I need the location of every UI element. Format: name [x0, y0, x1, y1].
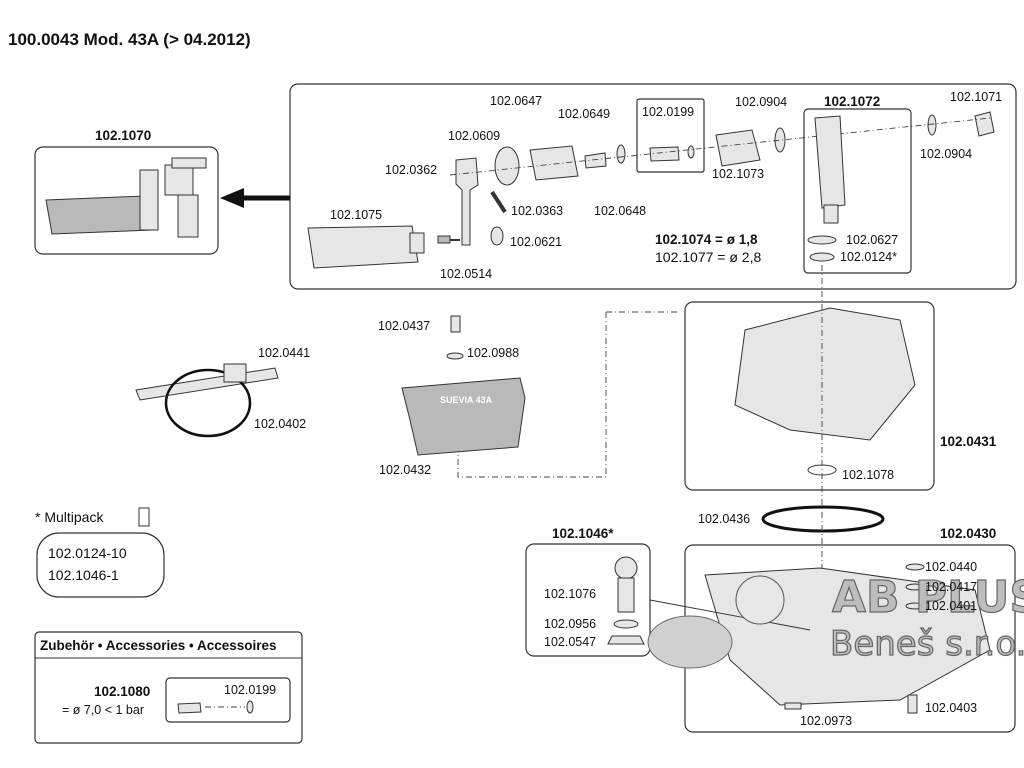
cover-0432	[401, 377, 526, 456]
screw-0403	[907, 694, 918, 714]
label-1078: 102.1078	[842, 468, 894, 482]
label-0124: 102.0124*	[840, 250, 897, 264]
label-0547: 102.0547	[544, 635, 596, 649]
multipack-item-1: 102.0124-10	[48, 545, 127, 561]
label-0514: 102.0514	[440, 267, 492, 281]
pin-0648	[584, 152, 607, 169]
ring-0627	[807, 235, 837, 245]
screw-0437	[450, 315, 461, 333]
multipack-heading: * Multipack	[35, 509, 104, 525]
label-0436: 102.0436	[698, 512, 750, 526]
washer-0904	[774, 127, 786, 153]
label-0401: 102.0401	[925, 599, 977, 613]
nut-0609	[494, 146, 520, 186]
accessory-sub-part: 102.0199	[224, 683, 276, 697]
assembly-1070-drawing	[45, 157, 207, 238]
label-0904: 102.0904	[735, 95, 787, 109]
clamp-rail-0441	[135, 367, 279, 401]
nut-0621	[490, 226, 504, 246]
label-1073: 102.1073	[712, 167, 764, 181]
watermark-logo: AB PLUS Beneš s.r.o.	[647, 571, 1024, 669]
label-0647: 102.0647	[490, 94, 542, 108]
label-0432: 102.0432	[379, 463, 431, 477]
accessories-inner-frame	[165, 677, 291, 723]
bowl-0431	[734, 307, 916, 441]
label-0440: 102.0440	[925, 560, 977, 574]
fitting-1073	[715, 129, 761, 167]
valve-spring-1076	[617, 577, 635, 613]
note-1074: 102.1074 = ø 1,8	[655, 232, 758, 247]
label-0437: 102.0437	[378, 319, 430, 333]
lever-0362	[455, 157, 479, 246]
accessory-part: 102.1080	[94, 684, 150, 699]
cover-brand-text: SUEVIA 43A	[440, 395, 493, 405]
label-0609: 102.0609	[448, 129, 500, 143]
label-0403: 102.0403	[925, 701, 977, 715]
svg-text:AB PLUS: AB PLUS	[832, 572, 1024, 623]
label-0648: 102.0648	[594, 204, 646, 218]
top-assembly-frame	[289, 83, 1017, 290]
plug-1071	[974, 111, 995, 137]
valve-pin-0199	[649, 146, 680, 162]
note-1077: 102.1077 = ø 2,8	[655, 249, 761, 265]
multipack-icon	[138, 507, 150, 527]
label-0431: 102.0431	[940, 434, 997, 449]
washer-0956	[613, 619, 639, 629]
float-1075	[307, 225, 419, 269]
screw-0514	[437, 235, 451, 244]
label-0402: 102.0402	[254, 417, 306, 431]
clamp-block	[223, 363, 247, 383]
label-0430: 102.0430	[940, 526, 996, 541]
label-0627: 102.0627	[846, 233, 898, 247]
label-1072: 102.1072	[824, 94, 880, 109]
sleeve-0647	[529, 145, 579, 181]
svg-text:Beneš s.r.o.: Beneš s.r.o.	[830, 624, 1024, 664]
label-0649: 102.0649	[558, 107, 610, 121]
label-0362: 102.0362	[385, 163, 437, 177]
label-0441: 102.0441	[258, 346, 310, 360]
label-0988: 102.0988	[467, 346, 519, 360]
valve-head-1076	[614, 556, 638, 580]
nut-0547	[607, 635, 645, 645]
ring-0124	[809, 252, 835, 262]
clamp-ring-0402	[164, 368, 252, 438]
label-1076: 102.1076	[544, 587, 596, 601]
washer-0904b	[927, 114, 937, 136]
screw-0973	[784, 702, 802, 710]
label-0621: 102.0621	[510, 235, 562, 249]
box-0199	[636, 98, 705, 173]
seal-0649	[616, 144, 626, 164]
label-1075: 102.1075	[330, 208, 382, 222]
multipack-frame	[36, 532, 165, 598]
cover-path	[457, 311, 680, 478]
float-clip	[409, 232, 425, 254]
label-0904b: 102.0904	[920, 147, 972, 161]
box-1072	[803, 108, 912, 274]
seal-ring-0436	[761, 505, 885, 533]
label-0199: 102.0199	[642, 105, 694, 119]
label-0417: 102.0417	[925, 580, 977, 594]
label-1046: 102.1046*	[552, 526, 614, 541]
label-0973: 102.0973	[800, 714, 852, 728]
accessories-frame	[34, 631, 303, 744]
multipack-item-2: 102.1046-1	[48, 567, 119, 583]
accessory-pin	[177, 702, 202, 714]
accessories-heading: Zubehör • Accessories • Accessoires	[40, 638, 277, 653]
label-1070: 102.1070	[95, 128, 151, 143]
label-1071: 102.1071	[950, 90, 1002, 104]
label-0363: 102.0363	[511, 204, 563, 218]
pin-0363	[490, 190, 507, 214]
washer-0988	[446, 352, 464, 360]
accessory-spec: = ø 7,0 < 1 bar	[62, 703, 144, 717]
label-0956: 102.0956	[544, 617, 596, 631]
valve-body-1072	[814, 115, 846, 209]
page-title: 100.0043 Mod. 43A (> 04.2012)	[8, 30, 251, 49]
bowl-frame	[684, 301, 935, 491]
assembly-1070-frame	[34, 146, 219, 255]
arrow-left-head	[220, 188, 244, 208]
